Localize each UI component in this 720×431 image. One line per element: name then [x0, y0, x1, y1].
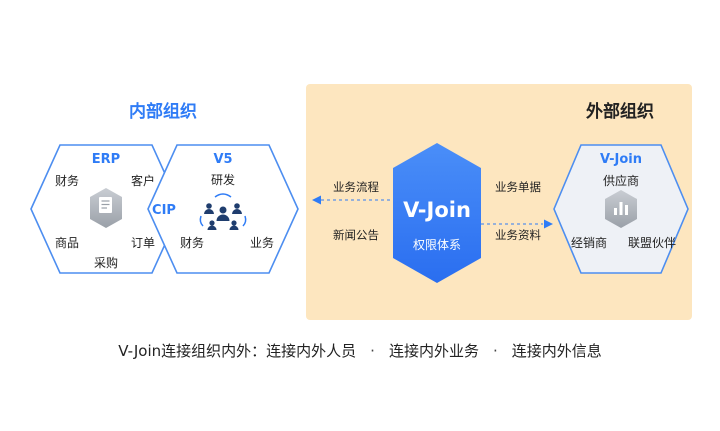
caption-lead: V-Join连接组织内外： [118, 342, 267, 360]
v5-item-business: 业务 [250, 235, 274, 250]
external-item-partner: 联盟伙伴 [628, 236, 676, 250]
team-network-icon [199, 193, 247, 230]
v5-item-finance: 财务 [180, 235, 204, 250]
caption-separator-1: · [370, 342, 375, 360]
vjoin-external-title: V-Join [600, 152, 642, 167]
internal-title: 内部组织 [129, 101, 197, 122]
erp-title: ERP [92, 152, 120, 167]
flow-label-right-top: 业务单据 [495, 180, 541, 194]
caption-item-people: 连接内外人员 [266, 342, 357, 360]
caption-item-business: 连接内外业务 [388, 342, 479, 360]
caption: V-Join连接组织内外：连接内外人员 · 连接内外业务 · 连接内外信息 [0, 340, 720, 361]
vjoin-center-subtitle: 权限体系 [413, 238, 461, 252]
flow-arrow-left-top [312, 195, 321, 205]
flow-label-left-top: 业务流程 [333, 180, 379, 194]
caption-item-info: 连接内外信息 [511, 342, 602, 360]
external-title: 外部组织 [586, 101, 654, 122]
vjoin-center-title: V-Join [403, 198, 471, 222]
caption-separator-2: · [492, 342, 498, 360]
external-item-distributor: 经销商 [571, 235, 607, 250]
erp-item-goods: 商品 [55, 235, 79, 250]
vjoin-center-hexagon [393, 143, 481, 283]
cip-label: CIP [152, 203, 176, 218]
bar-chart-icon [605, 190, 637, 228]
erp-item-order: 订单 [131, 236, 155, 250]
erp-item-purchase: 采购 [94, 255, 118, 270]
erp-item-finance: 财务 [55, 173, 79, 188]
v5-title: V5 [213, 152, 232, 167]
flow-label-left-bottom: 新闻公告 [333, 228, 379, 242]
v5-item-rnd: 研发 [211, 172, 235, 187]
erp-item-customer: 客户 [131, 173, 155, 188]
flow-label-right-bottom: 业务资料 [495, 228, 541, 242]
external-item-supplier: 供应商 [603, 173, 639, 188]
flow-arrow-right [544, 219, 553, 229]
document-icon [90, 188, 122, 228]
